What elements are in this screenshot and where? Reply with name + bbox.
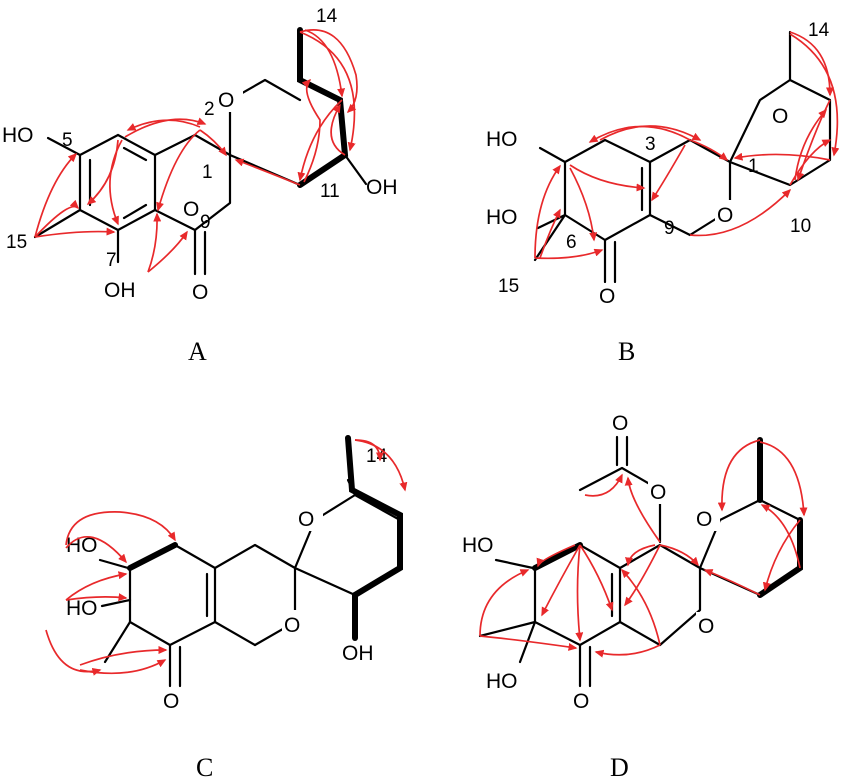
panel-b-structure: O O O HO HO 14 3 1 6 9 10 15 bbox=[486, 20, 840, 366]
panel-c-bold-bonds bbox=[127, 435, 403, 641]
panel-label: A bbox=[188, 337, 207, 366]
atom-label: OH bbox=[342, 642, 374, 665]
atom-number: 11 bbox=[320, 181, 340, 202]
atom-number: 10 bbox=[790, 216, 811, 237]
panel-b-bonds bbox=[533, 30, 832, 284]
panel-c-correlation-arrows bbox=[45, 439, 408, 676]
atom-label: O bbox=[284, 614, 300, 637]
panel-d-labels: O O HO O O HO O bbox=[462, 412, 722, 714]
panel-label: C bbox=[196, 753, 213, 779]
atom-number: 9 bbox=[664, 218, 675, 239]
atom-number: 2 bbox=[204, 99, 215, 120]
atom-label: O bbox=[698, 615, 714, 638]
panel-c-structure: O O O HO HO OH 14 C bbox=[45, 435, 408, 779]
atom-number: 6 bbox=[566, 232, 577, 253]
atom-label: HO bbox=[66, 534, 98, 557]
panel-d-bold-bonds bbox=[532, 437, 803, 598]
panel-d-correlation-arrows bbox=[479, 439, 808, 658]
panel-a-bonds bbox=[33, 28, 302, 276]
atom-number: 3 bbox=[645, 134, 656, 155]
panel-b-correlation-arrows bbox=[534, 31, 840, 260]
atom-number: 7 bbox=[106, 250, 117, 271]
atom-label: O bbox=[573, 690, 589, 713]
atom-label: O bbox=[218, 89, 234, 112]
atom-label: O bbox=[717, 204, 733, 227]
atom-label: HO bbox=[486, 206, 518, 229]
atom-label: O bbox=[599, 285, 615, 308]
atom-number: 14 bbox=[808, 20, 830, 41]
atom-label: HO bbox=[486, 670, 518, 693]
atom-label: O bbox=[183, 198, 199, 221]
atom-number: 15 bbox=[6, 232, 27, 253]
atom-label: O bbox=[192, 281, 208, 304]
atom-label: HO bbox=[2, 124, 34, 147]
atom-label: OH bbox=[366, 176, 398, 199]
atom-label: HO bbox=[486, 128, 518, 151]
atom-label: OH bbox=[104, 279, 136, 302]
atom-number: 5 bbox=[62, 130, 73, 151]
atom-label: O bbox=[612, 412, 628, 435]
atom-number: 9 bbox=[200, 212, 211, 233]
atom-label: HO bbox=[66, 597, 98, 620]
panel-d-structure: O O HO O O HO O bbox=[462, 412, 808, 779]
atom-label: O bbox=[298, 508, 314, 531]
atom-number: 14 bbox=[316, 6, 338, 27]
atom-label: O bbox=[772, 105, 788, 128]
atom-label: HO bbox=[462, 534, 494, 557]
panel-a-bold-bonds bbox=[297, 27, 349, 188]
panel-label: D bbox=[610, 753, 629, 779]
panel-b-labels: O O O HO HO 14 3 1 6 9 10 15 bbox=[486, 20, 830, 309]
panel-d-bonds bbox=[478, 435, 802, 688]
panel-a-structure: O O O HO OH OH 14 2 5 1 11 9 15 7 bbox=[2, 6, 398, 366]
atom-label: O bbox=[696, 508, 712, 531]
atom-label: O bbox=[163, 690, 179, 713]
atom-label: O bbox=[650, 481, 666, 504]
atom-number: 1 bbox=[748, 156, 759, 177]
panel-a-labels: O O O HO OH OH 14 2 5 1 11 9 15 7 bbox=[2, 6, 398, 304]
panel-label: B bbox=[618, 337, 635, 366]
atom-number: 1 bbox=[202, 162, 213, 183]
atom-number: 15 bbox=[498, 276, 519, 297]
panel-a-correlation-arrows bbox=[34, 29, 358, 273]
